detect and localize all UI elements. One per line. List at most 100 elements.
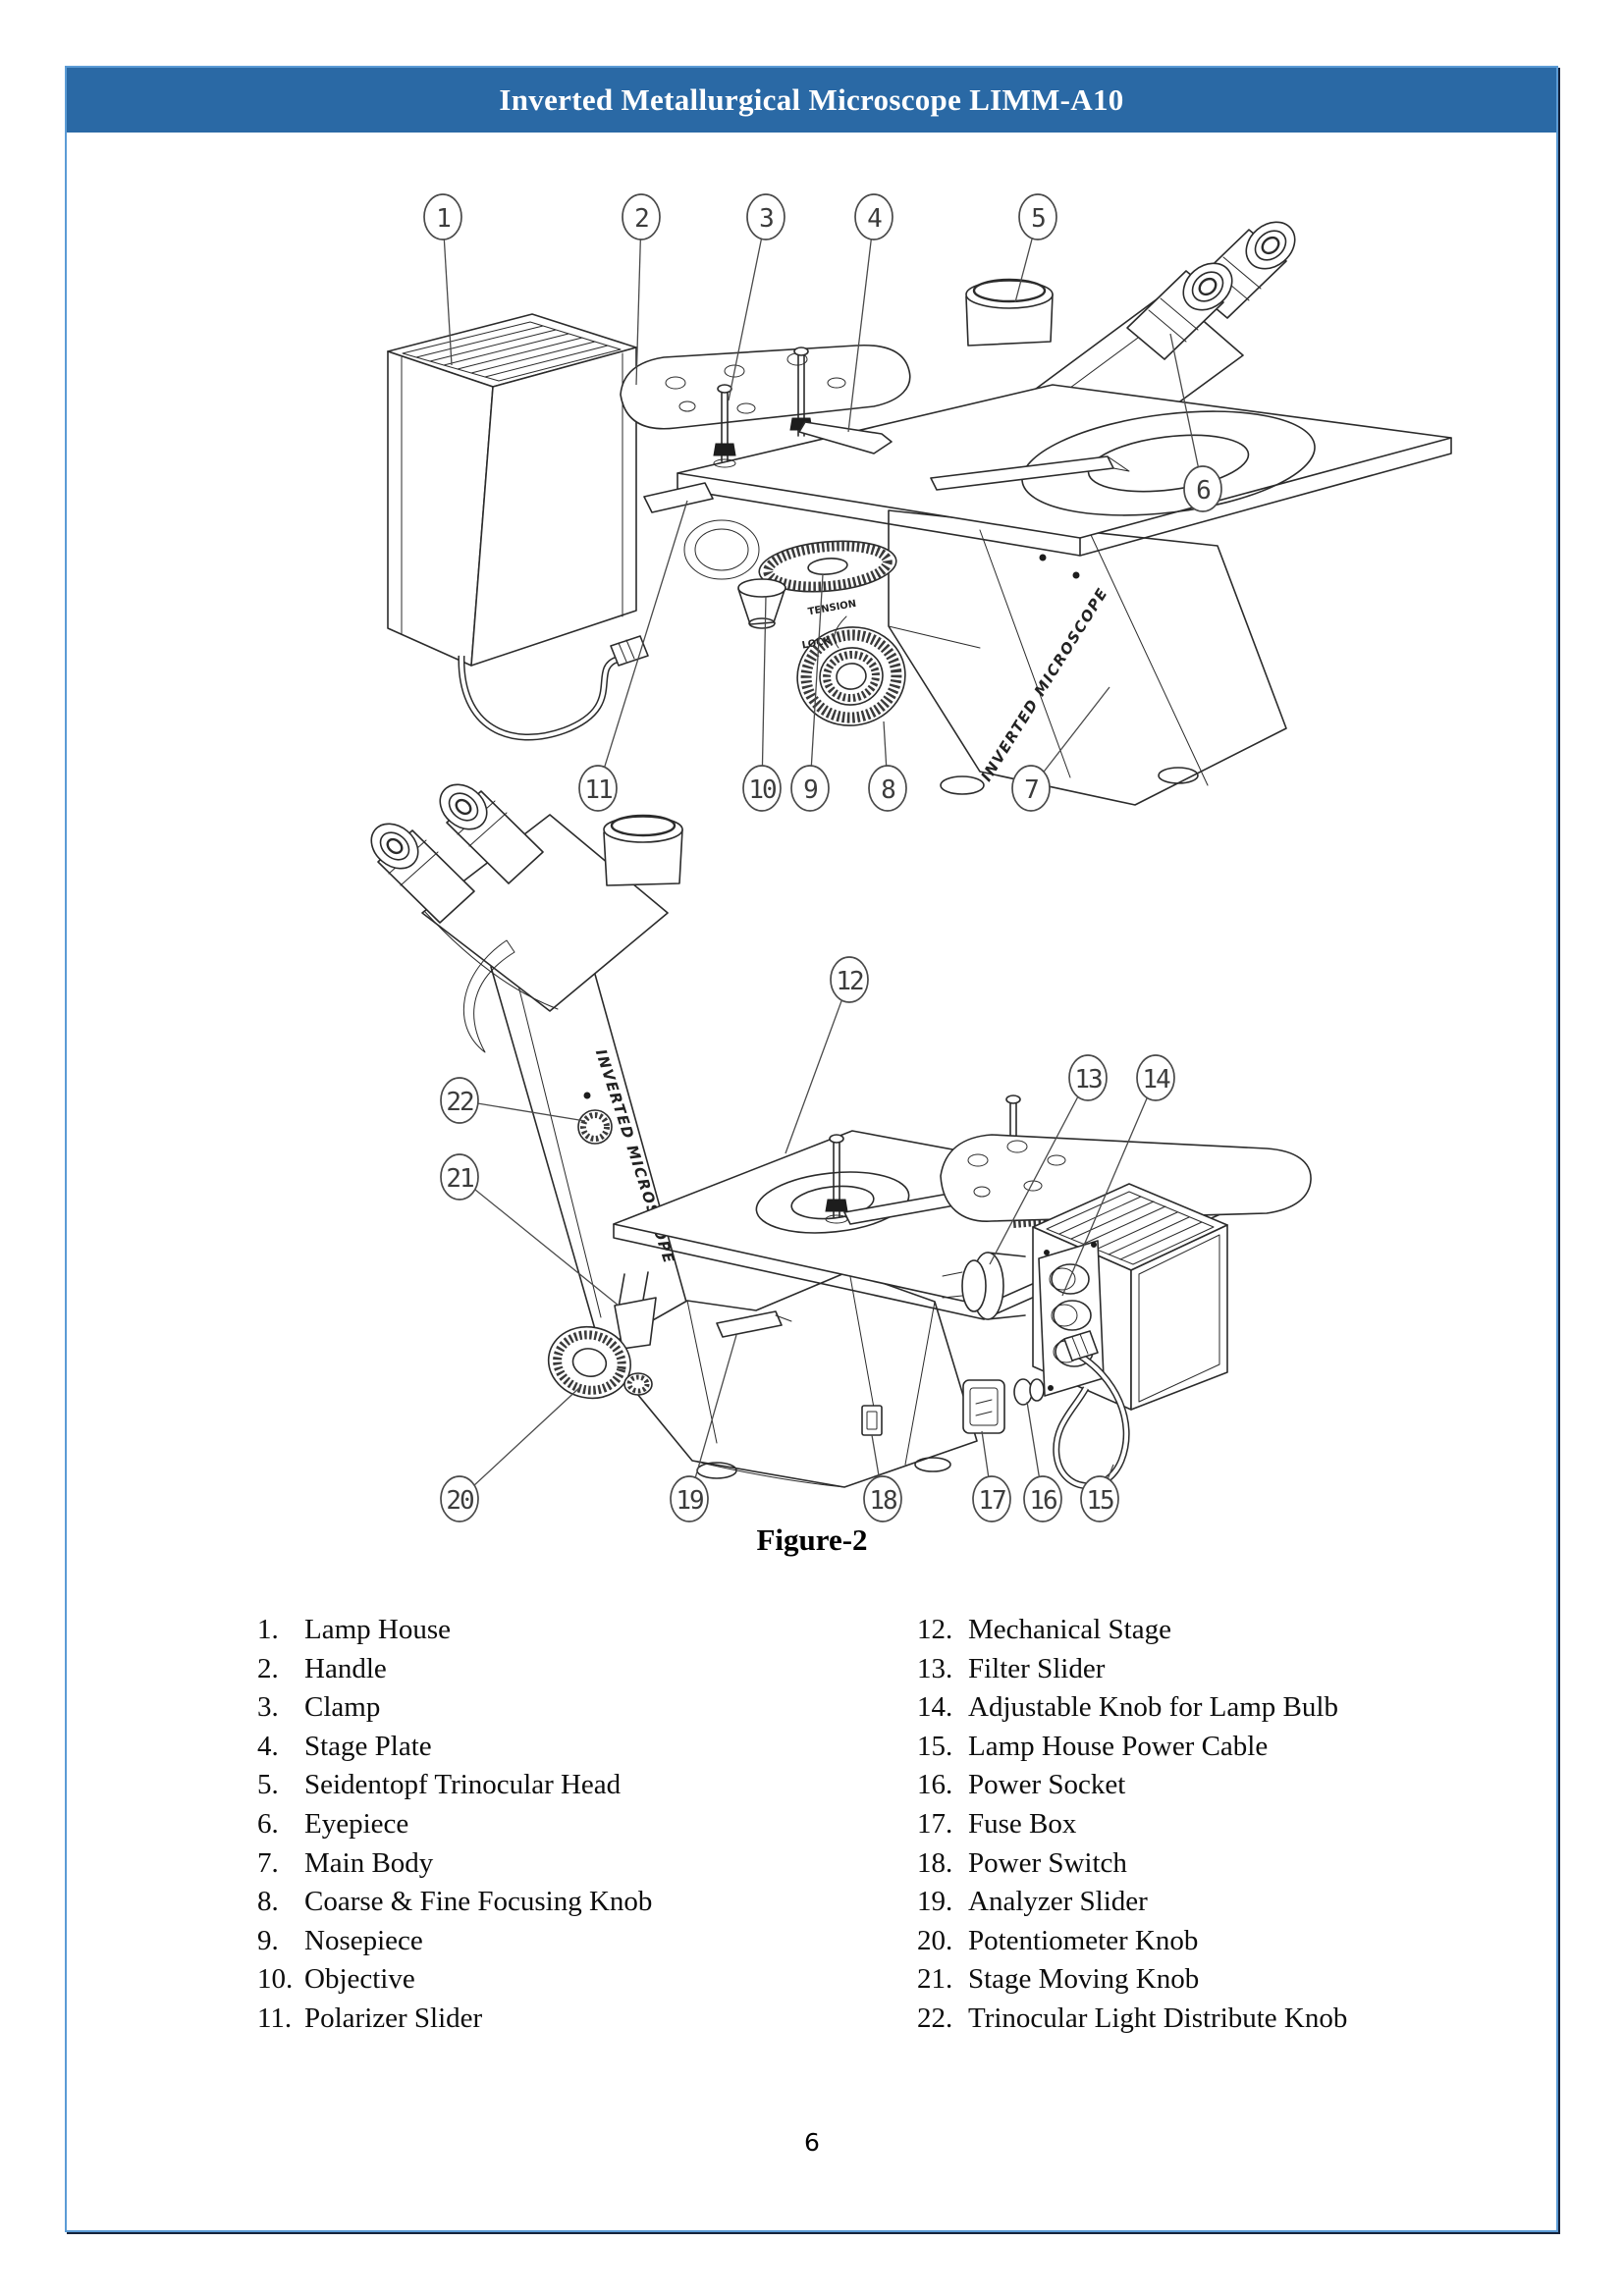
parts-list-item: 8.Coarse & Fine Focusing Knob <box>257 1883 866 1922</box>
lamp-house-drawing <box>388 314 636 666</box>
page-border-frame <box>65 66 1558 2232</box>
part-label: Power Switch <box>968 1846 1127 1879</box>
stage-holder-pin-drawing <box>790 347 892 454</box>
phototube-drawing <box>966 280 1053 346</box>
callout-number-1: 1 <box>436 204 450 234</box>
callout-number-17: 17 <box>978 1486 1005 1516</box>
callout-circle-4 <box>855 194 893 240</box>
part-number: 10. <box>257 1963 294 1996</box>
part-label: Lamp House <box>304 1614 451 1645</box>
figure-caption: Figure-2 <box>756 1522 868 1557</box>
part-label: Stage Moving Knob <box>968 1963 1200 1996</box>
nosepiece-drawing <box>757 536 898 597</box>
parts-list-item: 20.Potentiometer Knob <box>917 1922 1545 1961</box>
parts-list-item: 14. Adjustable Knob for Lamp Bulb <box>917 1688 1545 1728</box>
parts-list-item: 22.Trinocular Light Distribute Knob <box>917 2000 1545 2039</box>
handle-drawing <box>621 346 910 429</box>
power-switch-drawing <box>862 1406 882 1435</box>
callout-leader-line-13 <box>990 1078 1088 1264</box>
analyzer-slider-drawing <box>717 1311 791 1337</box>
part-number: 21. <box>917 1963 953 1996</box>
callout-circle-13 <box>1069 1055 1107 1100</box>
part-label: Clamp <box>304 1691 381 1724</box>
callout-number-4: 4 <box>867 204 882 234</box>
parts-list-item: 18. Power Switch <box>917 1844 1545 1884</box>
part-number: 6. <box>257 1807 279 1840</box>
part-number: 5. <box>257 1769 279 1801</box>
callout-leader-line-12 <box>785 980 849 1153</box>
callout-number-3: 3 <box>759 204 773 234</box>
eyepieces-drawing-2 <box>362 775 543 923</box>
part-number: 1. <box>257 1614 279 1645</box>
callout-number-13: 13 <box>1074 1065 1102 1095</box>
page-number: 6 <box>804 2128 820 2157</box>
part-label: Nosepiece <box>304 1924 423 1956</box>
part-number: 2. <box>257 1652 279 1684</box>
parts-list-item: 2.Handle <box>257 1650 866 1689</box>
callout-leader-line-21 <box>460 1177 619 1306</box>
page-title: Inverted Metallurgical Microscope LIMM-A… <box>499 82 1124 117</box>
callout-circle-1 <box>424 194 461 240</box>
callout-leader-line-4 <box>848 217 874 432</box>
parts-list-item: 3. Clamp <box>257 1688 866 1728</box>
callout-circle-12 <box>831 957 868 1002</box>
lamp-cable-drawing <box>461 636 648 737</box>
focusing-knob-drawing: TENSION LOCK <box>791 599 912 732</box>
handle-plate-drawing-2 <box>941 1135 1311 1221</box>
filter-slider-drawing <box>943 1253 1025 1319</box>
part-label: Analyzer Slider <box>968 1886 1148 1918</box>
callout-circle-6 <box>1184 466 1221 511</box>
callout-number-19: 19 <box>676 1486 703 1516</box>
tension-label: TENSION <box>807 599 857 617</box>
parts-list-item: 15. Lamp House Power Cable <box>917 1728 1545 1767</box>
part-number: 14. <box>917 1691 953 1724</box>
callout-circle-3 <box>747 194 785 240</box>
stage-plate-drawing <box>677 385 1451 556</box>
parts-list-item: 19. Analyzer Slider <box>917 1883 1545 1922</box>
callout-circle-10 <box>743 766 781 811</box>
stage-moving-knob-drawing <box>542 1272 656 1406</box>
callout-circle-11 <box>579 766 617 811</box>
callout-circle-5 <box>1019 194 1056 240</box>
part-number: 13. <box>917 1652 953 1684</box>
polarizer-slider-drawing <box>644 483 759 579</box>
part-label: Adjustable Knob for Lamp Bulb <box>968 1691 1338 1724</box>
callout-circle-18 <box>864 1476 901 1522</box>
part-number: 18. <box>917 1846 953 1879</box>
fuse-box-socket-drawing <box>963 1379 1044 1433</box>
callout-number-12: 12 <box>836 967 863 996</box>
objective-drawing <box>738 579 785 628</box>
callout-leader-line-3 <box>729 217 766 400</box>
part-number: 3. <box>257 1691 279 1724</box>
part-label: Polarizer Slider <box>304 2002 483 2034</box>
callout-leader-line-6 <box>1170 334 1203 489</box>
parts-list-item: 10.Objective <box>257 1960 866 2000</box>
main-body-drawing-2 <box>601 1271 977 1487</box>
callout-leader-line-11 <box>598 501 687 788</box>
parts-list-item: 7.Main Body <box>257 1844 866 1884</box>
callout-circle-8 <box>869 766 906 811</box>
part-label: Trinocular Light Distribute Knob <box>968 2002 1348 2034</box>
callout-circle-15 <box>1081 1476 1118 1522</box>
callout-number-21: 21 <box>446 1164 473 1194</box>
parts-list-item: 5.Seidentopf Trinocular Head <box>257 1766 866 1805</box>
page-header: Inverted Metallurgical Microscope LIMM-A… <box>67 68 1556 133</box>
parts-list-item: 12.Mechanical Stage <box>917 1611 1545 1650</box>
callout-leader-line-19 <box>689 1335 736 1499</box>
parts-list-item: 6.Eyepiece <box>257 1805 866 1844</box>
part-number: 19. <box>917 1886 953 1918</box>
callout-leader-line-10 <box>762 596 766 788</box>
parts-list-item: 13.Filter Slider <box>917 1650 1545 1689</box>
lock-label: LOCK <box>801 635 833 651</box>
callout-circle-16 <box>1024 1476 1061 1522</box>
callout-circle-22 <box>441 1078 478 1123</box>
part-label: Lamp House Power Cable <box>968 1730 1269 1762</box>
part-number: 20. <box>917 1924 953 1956</box>
part-number: 7. <box>257 1846 279 1879</box>
part-number: 15. <box>917 1730 953 1762</box>
callout-circle-17 <box>973 1476 1010 1522</box>
part-label: Fuse Box <box>968 1807 1077 1840</box>
